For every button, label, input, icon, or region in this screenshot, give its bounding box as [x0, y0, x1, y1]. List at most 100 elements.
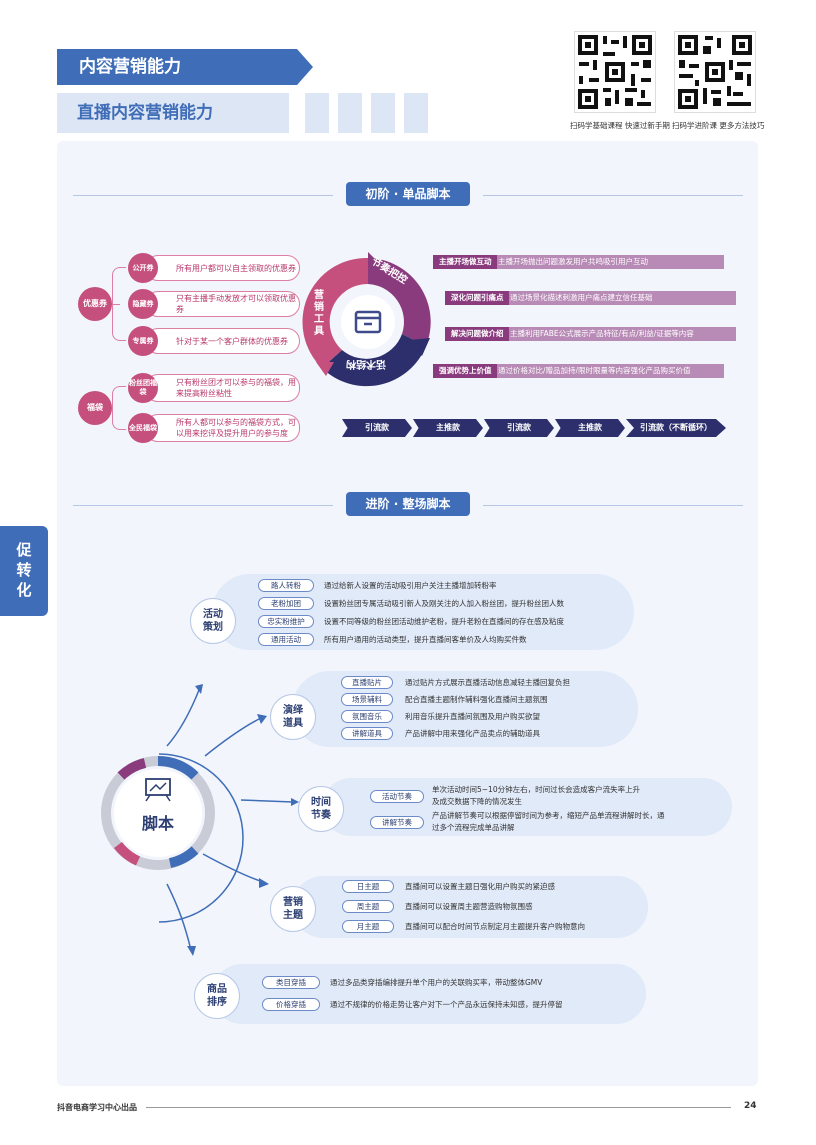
- side-tab-conversion[interactable]: 促 转 化: [0, 526, 48, 616]
- item-tag: 类目穿插: [262, 976, 320, 989]
- side-tab-char: 化: [16, 581, 32, 599]
- bag-item-desc: 所有人都可以参与的福袋方式，可以用来挖评及提升用户的参与度: [145, 414, 300, 442]
- flow-step: 引流款（不断循环）: [626, 419, 726, 437]
- page-number: 24: [744, 1101, 757, 1111]
- footer-divider: [146, 1107, 731, 1108]
- item-desc: 配合直播主题制作辅料强化直播间主题氛围: [405, 695, 548, 704]
- connector-bracket: [112, 386, 126, 430]
- item-desc: 单次活动时间5~10分钟左右，时间过长会造成客户流失率上升: [432, 785, 641, 794]
- group-label-activity: 活动策划: [190, 598, 236, 644]
- item-desc: 产品讲解节奏可以根据停留时间为参考，缩短产品单流程讲解时长，通: [432, 811, 665, 820]
- section-divider: [483, 505, 743, 506]
- section1-title: 初阶 · 单品脚本: [346, 182, 470, 206]
- item-desc-cont: 及成交数据下降的情况发生: [432, 797, 522, 806]
- decor-square: [338, 93, 362, 133]
- item-tag: 讲解节奏: [370, 816, 424, 829]
- item-tag: 活动节奏: [370, 790, 424, 803]
- item-tag: 氛围音乐: [341, 710, 393, 723]
- side-tab-char: 促: [16, 541, 32, 559]
- group-panel: [212, 964, 646, 1024]
- section-divider: [483, 195, 743, 196]
- coupon-item-desc: 所有用户都可以自主领取的优惠券: [145, 255, 300, 281]
- item-desc: 利用音乐提升直播间氛围及用户购买欲望: [405, 712, 540, 721]
- step-label: 解决问题做介绍: [445, 327, 509, 341]
- step-desc: 通过场景化描述刺激用户痛点建立信任基础: [500, 291, 736, 305]
- presentation-board-icon: [145, 778, 171, 796]
- group-label-ordering: 商品排序: [194, 973, 240, 1019]
- item-desc: 通过多品类穿插编排提升单个用户的关联购买率，带动整体GMV: [330, 978, 543, 987]
- item-desc: 所有用户通用的活动类型，提升直播间客单价及人均购买件数: [324, 635, 527, 644]
- decor-square: [305, 93, 329, 133]
- item-desc: 设置粉丝团专属活动吸引新人及刚关注的人加入粉丝团，提升粉丝团人数: [324, 599, 564, 608]
- flow-step: 引流款: [484, 419, 554, 437]
- step-desc: 主播开场抛出问题激发用户共鸣吸引用户互动: [488, 255, 724, 269]
- item-tag: 周主题: [342, 900, 394, 913]
- section2-title: 进阶 · 整场脚本: [346, 492, 470, 516]
- item-desc: 直播间可以设置主题日强化用户购买的紧迫感: [405, 882, 555, 891]
- bag-item-tag: 粉丝团福袋: [128, 373, 158, 403]
- item-desc: 设置不同等级的粉丝团活动维护老粉，提升老粉在直播间的存在感及粘度: [324, 617, 564, 626]
- item-tag: 日主题: [342, 880, 394, 893]
- bag-item-desc: 只有粉丝团才可以参与的福袋，用来提高粉丝粘性: [145, 374, 300, 402]
- group-label-text: 时间节奏: [311, 797, 331, 821]
- section-divider: [73, 505, 333, 506]
- coupon-category: 优惠券: [78, 287, 112, 321]
- step-desc: 通过价格对比/赠品加持/限时限量等内容强化产品购买价值: [488, 364, 724, 378]
- item-tag: 老粉加团: [258, 597, 314, 610]
- flow-step: 引流款: [342, 419, 412, 437]
- wheel-label-tools: 营销工具: [314, 290, 324, 337]
- qr-caption-advanced: 扫码学进阶课 更多方法技巧: [672, 121, 765, 130]
- group-label-text: 演绎道具: [283, 705, 303, 729]
- item-tag: 月主题: [342, 920, 394, 933]
- item-tag: 路人转粉: [258, 579, 314, 592]
- center-label: 脚本: [141, 814, 174, 833]
- group-label-theme: 营销主题: [270, 886, 316, 932]
- item-desc-cont: 过多个流程完成单品讲解: [432, 823, 515, 832]
- coupon-item-desc: 针对于某一个客户群体的优惠券: [145, 328, 300, 354]
- mindmap-connectors: [158, 684, 299, 956]
- coupon-item-tag: 公开券: [128, 253, 158, 283]
- qr-caption-basic: 扫码学基础课程 快速过新手期: [570, 121, 670, 130]
- group-label-text: 营销主题: [283, 897, 303, 921]
- decor-square: [371, 93, 395, 133]
- bag-item-tag: 全民福袋: [128, 413, 158, 443]
- cycle-wheel: [302, 252, 431, 387]
- wheel-label-speech: 话术结构: [346, 358, 386, 369]
- box-icon: [354, 310, 382, 334]
- decor-square: [404, 93, 428, 133]
- item-desc: 通过给新人设置的活动吸引用户关注主播增加转粉率: [324, 581, 497, 590]
- group-label-timing: 时间节奏: [298, 786, 344, 832]
- group-label-props: 演绎道具: [270, 694, 316, 740]
- step-desc: 主播利用FABE公式展示产品特征/有点/利益/证据等内容: [500, 327, 736, 341]
- item-tag: 忠实粉维护: [258, 615, 314, 628]
- item-tag: 直播贴片: [341, 676, 393, 689]
- item-desc: 直播间可以配合时间节点制定月主题提升客户购物意向: [405, 922, 585, 931]
- coupon-item-tag: 专属券: [128, 326, 158, 356]
- item-tag: 讲解道具: [341, 727, 393, 740]
- item-desc: 通过贴片方式展示直播活动信息减轻主播回复负担: [405, 678, 570, 687]
- group-label-text: 商品排序: [207, 984, 227, 1008]
- step-label: 深化问题引痛点: [445, 291, 509, 305]
- item-tag: 价格穿插: [262, 998, 320, 1011]
- item-tag: 通用活动: [258, 633, 314, 646]
- coupon-item-desc: 只有主播手动发放才可以领取优惠券: [145, 291, 300, 317]
- qr-code-basic[interactable]: [574, 31, 656, 113]
- item-desc: 产品讲解中用来强化产品卖点的辅助道具: [405, 729, 540, 738]
- connector-line: [112, 304, 120, 305]
- bag-category: 福袋: [78, 391, 112, 425]
- section-subtitle: 直播内容营销能力: [57, 93, 289, 133]
- item-desc: 直播间可以设置周主题营造购物氛围感: [405, 902, 533, 911]
- center-ring: [101, 755, 215, 870]
- section-divider: [73, 195, 333, 196]
- flow-step: 主推款: [555, 419, 625, 437]
- flow-step: 主推款: [413, 419, 483, 437]
- side-tab-char: 转: [16, 561, 32, 579]
- coupon-item-tag: 隐藏券: [128, 289, 158, 319]
- step-label: 强调优势上价值: [433, 364, 497, 378]
- item-desc: 通过不规律的价格走势让客户对下一个产品永远保持未知感，提升停留: [330, 1000, 563, 1009]
- section-title: 内容营销能力: [57, 49, 313, 85]
- group-label-text: 活动策划: [203, 609, 223, 633]
- footer-publisher: 抖音电商学习中心出品: [57, 1103, 137, 1112]
- item-tag: 场景辅料: [341, 693, 393, 706]
- qr-code-advanced[interactable]: [674, 31, 756, 113]
